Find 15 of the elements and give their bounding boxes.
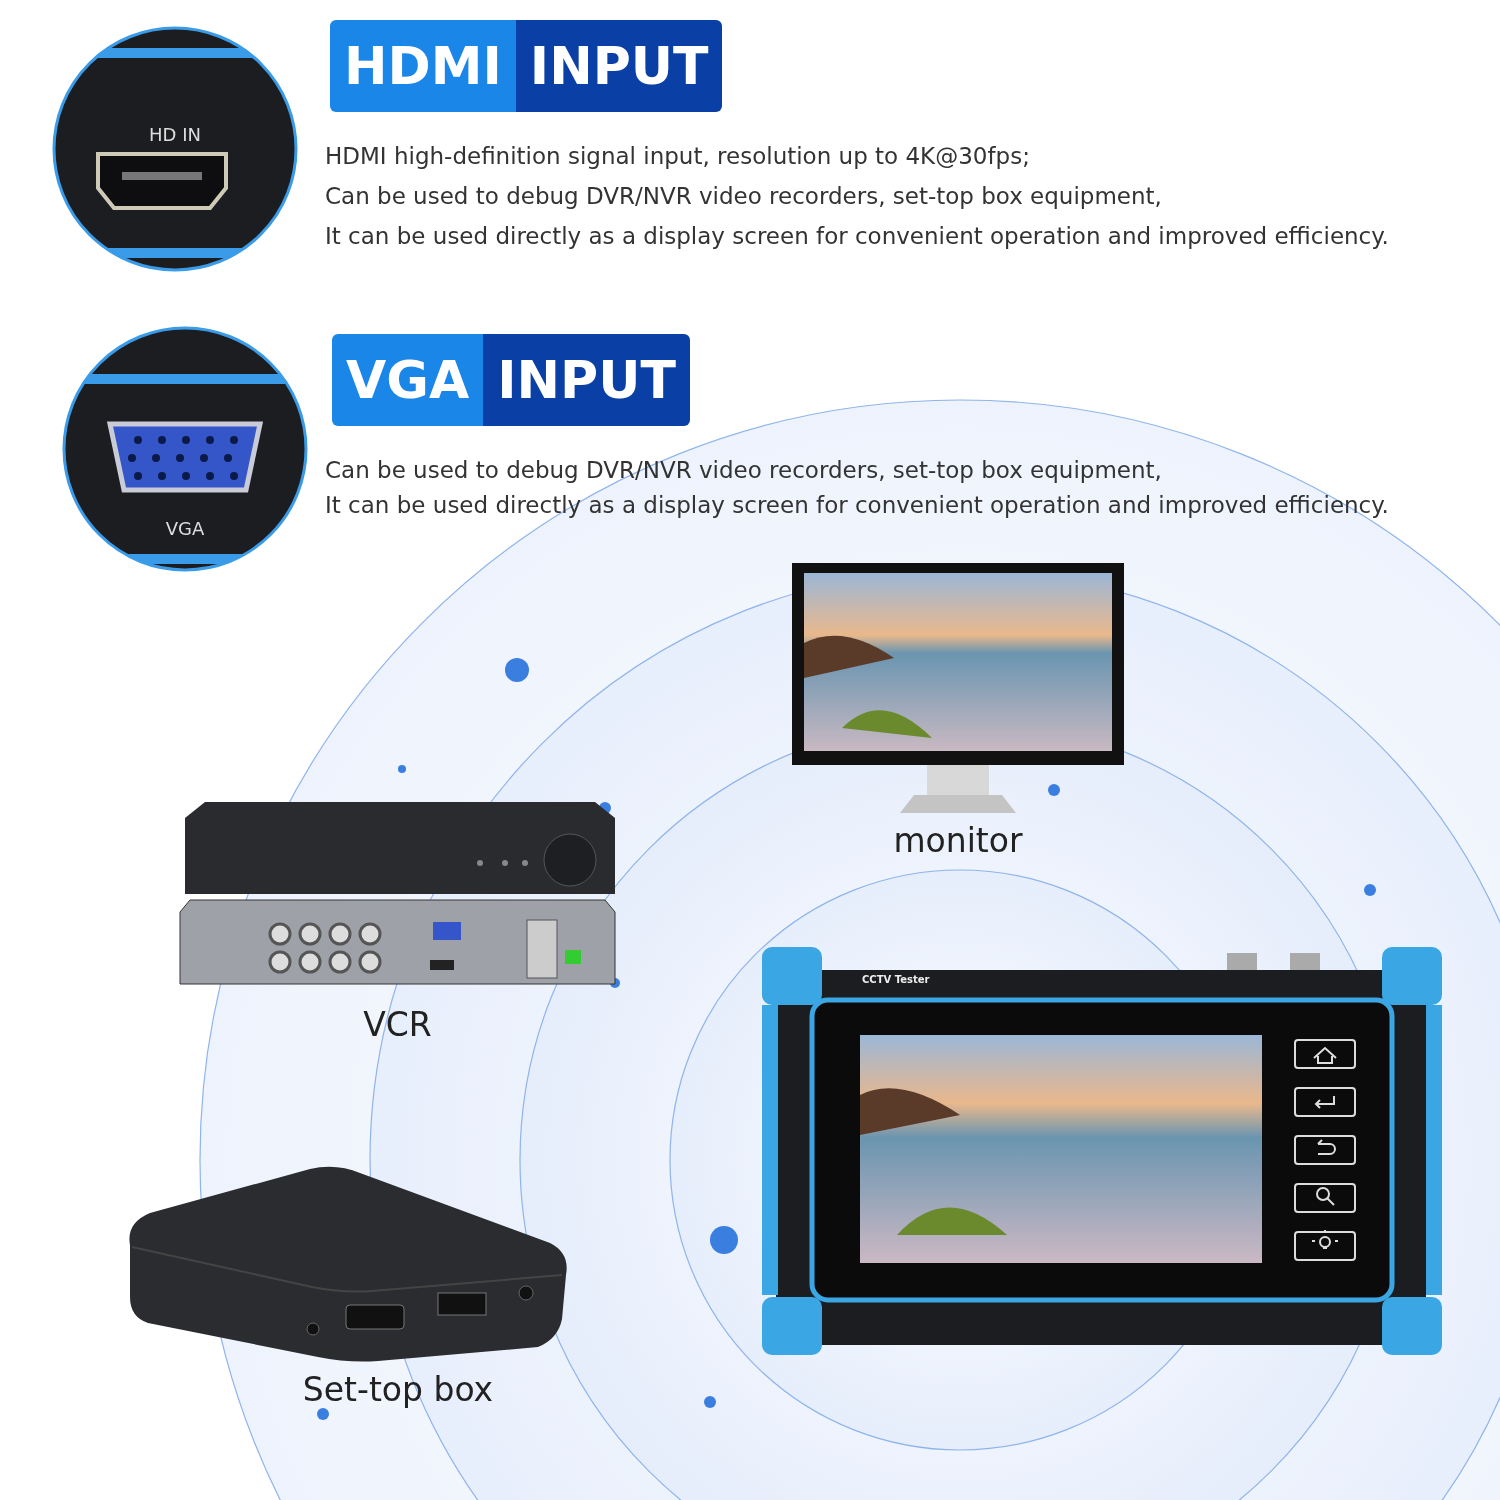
heading-label: VGA: [332, 334, 484, 426]
description-text: Can be used to debug DVR/NVR video recorders, set-top box equipment,: [325, 457, 1162, 483]
device-label: Set-top box: [301, 1370, 495, 1409]
heading-label: INPUT: [515, 20, 723, 112]
heading-label: INPUT: [483, 334, 690, 426]
device-label: monitor: [892, 821, 1024, 860]
port-label: HD IN: [149, 124, 201, 145]
port-label: VGA: [165, 518, 205, 539]
description-text: It can be used directly as a display screen for convenient operation and improved efficiency.: [325, 492, 1389, 518]
description-text: Can be used to debug DVR/NVR video recorders, set-top box equipment,: [325, 183, 1162, 209]
description-text: It can be used directly as a display screen for convenient operation and improved efficiency.: [325, 223, 1389, 249]
heading-label: HDMI: [330, 20, 516, 112]
description-text: HDMI high-definition signal input, resolution up to 4K@30fps;: [325, 143, 1030, 169]
device-label: VCR: [362, 1005, 433, 1044]
model-label: CCTV Tester: [862, 974, 930, 985]
